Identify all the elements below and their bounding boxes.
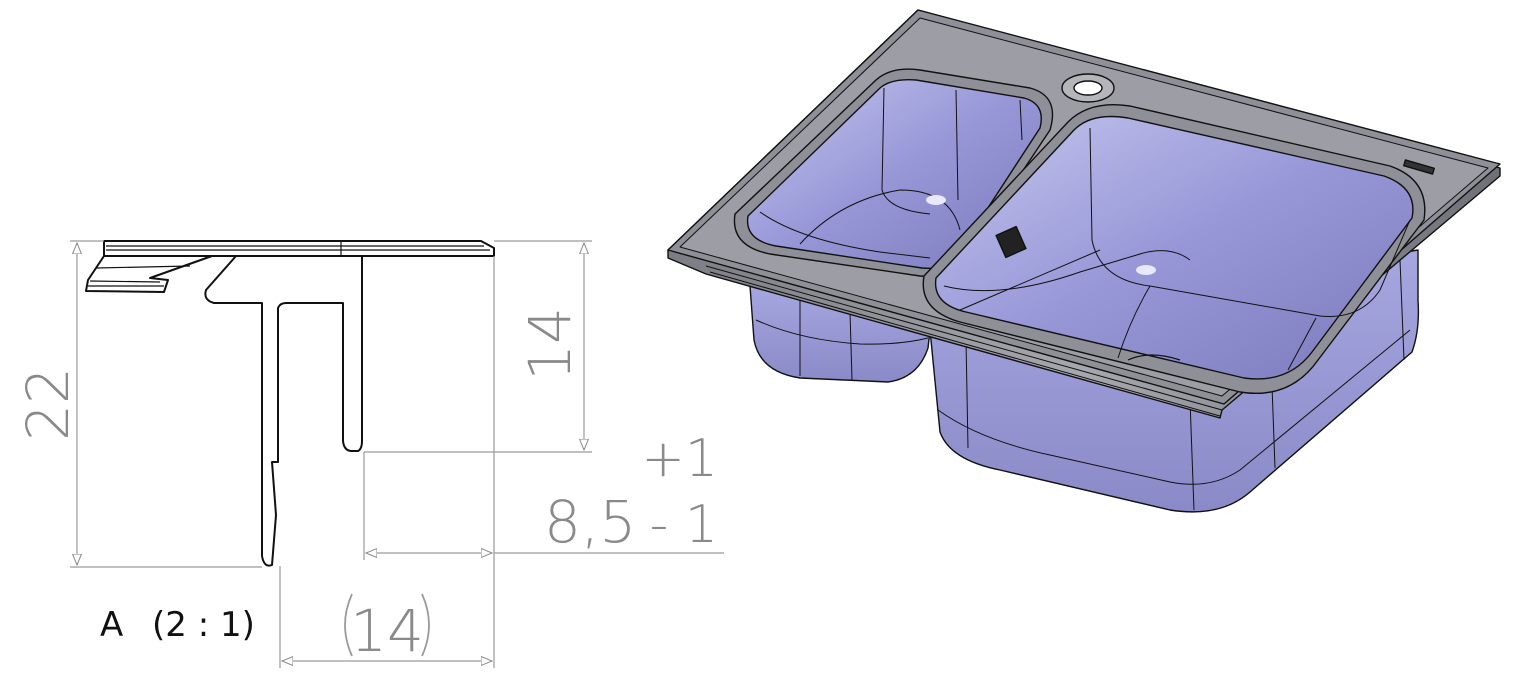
outer-leg	[204, 255, 363, 567]
large-bowl-inner	[934, 115, 1414, 380]
sink-3d-view	[667, 9, 1501, 513]
left-lip	[85, 255, 213, 293]
section-scale: (2 : 1)	[152, 605, 255, 645]
dimension-lines	[70, 240, 724, 668]
section-profile	[85, 240, 495, 567]
section-label: A (2 : 1)	[100, 605, 255, 645]
small-bowl-underside	[749, 285, 931, 383]
small-bowl-inner	[746, 78, 1042, 270]
dim-reference-width-value: 14	[350, 597, 424, 665]
top-flange	[103, 240, 495, 257]
dim-tolerance-upper: +1	[641, 429, 718, 489]
overflow-slot	[995, 225, 1027, 259]
dim-inner-leg-height: 14	[516, 307, 584, 381]
dim-tolerance-lower: - 1	[650, 495, 718, 555]
dim-gap-width: 8,5	[544, 488, 636, 556]
dim-reference-width: 14	[344, 593, 430, 665]
dim-overall-height: 22	[14, 367, 82, 441]
section-letter: A	[100, 605, 123, 645]
